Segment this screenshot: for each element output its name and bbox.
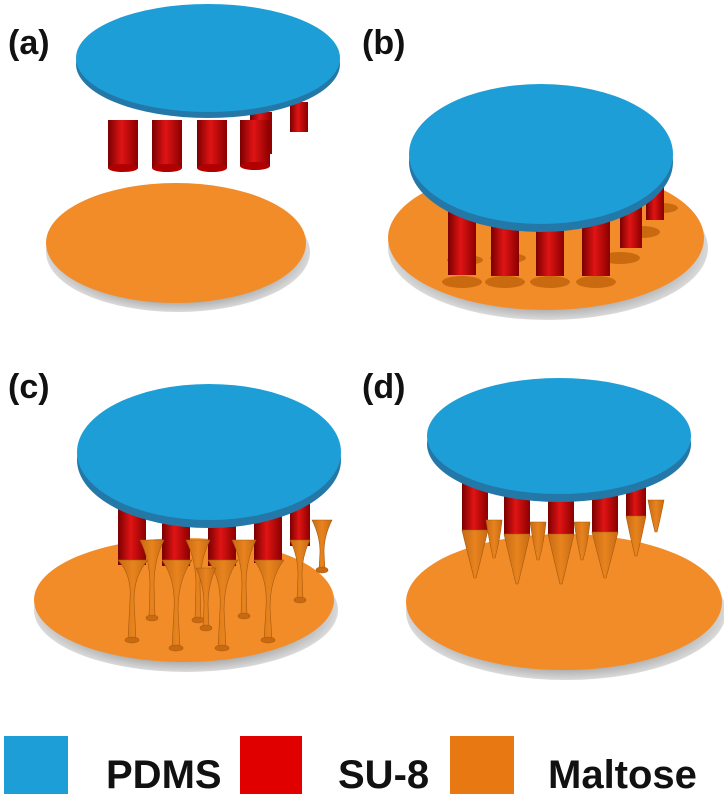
legend-item-pdms: PDMS <box>4 736 222 794</box>
panel-a-label: (a) <box>8 24 50 62</box>
panel-c: (c) <box>8 368 341 672</box>
legend-swatch-pdms <box>4 736 68 794</box>
panel-b-label: (b) <box>362 24 405 62</box>
panel-d: (d) <box>362 368 724 680</box>
pdms-disc-c <box>77 384 341 528</box>
maltose-substrate-c <box>34 538 338 672</box>
panel-c-label: (c) <box>8 368 50 406</box>
panel-b: (b) <box>362 24 708 320</box>
legend: PDMS SU-8 Maltose <box>4 736 697 794</box>
legend-label-pdms: PDMS <box>106 753 222 794</box>
pdms-disc-b <box>409 84 673 232</box>
legend-label-maltose: Maltose <box>548 753 697 794</box>
legend-item-maltose: Maltose <box>450 736 697 794</box>
legend-swatch-su8 <box>240 736 302 794</box>
maltose-substrate-d <box>406 534 724 680</box>
pdms-disc-a <box>76 4 340 118</box>
maltose-tips-d <box>461 499 665 585</box>
legend-swatch-maltose <box>450 736 514 794</box>
maltose-substrate-a <box>46 183 310 312</box>
pdms-disc-d <box>427 378 691 502</box>
legend-item-su8: SU-8 <box>240 736 429 794</box>
maltose-fibers-c <box>117 519 333 652</box>
panel-d-label: (d) <box>362 368 405 406</box>
legend-label-su8: SU-8 <box>338 753 429 794</box>
panel-a: (a) <box>8 4 340 312</box>
su8-pillars-a <box>108 102 308 172</box>
